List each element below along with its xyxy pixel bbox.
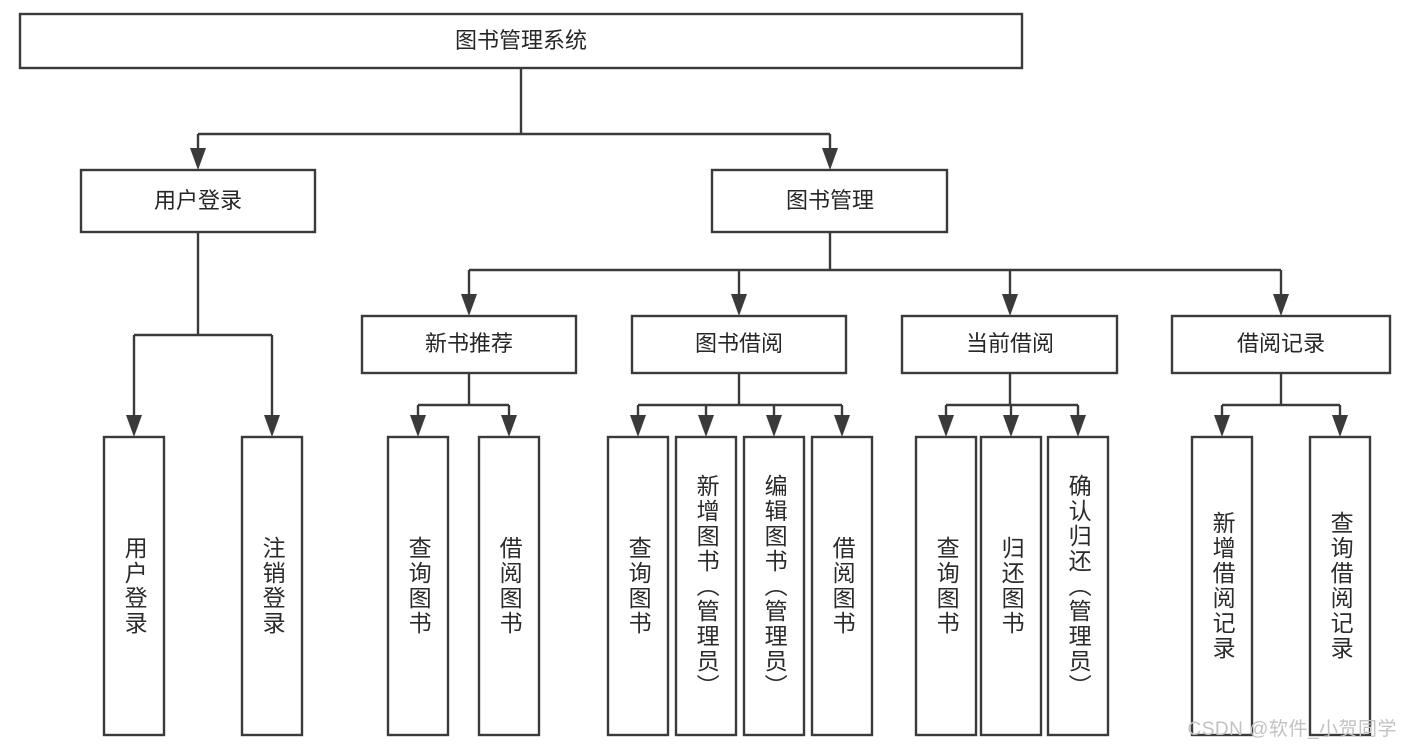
leaf-box-book-borrow-1[interactable]	[674, 435, 738, 737]
node-book-borrow-label: 图书借阅	[695, 331, 783, 356]
leaf-boxes-borrow-record	[1190, 435, 1372, 737]
node-root[interactable]: 图书管理系统	[18, 12, 1024, 70]
leaf-box-book-borrow-3[interactable]	[810, 435, 874, 737]
leaf-box-user-login-1[interactable]	[240, 435, 304, 737]
arrow-current-borrow-leaf-2	[1070, 415, 1086, 437]
leaf-boxes-current-borrow	[914, 435, 1110, 737]
leaf-box-current-borrow-0[interactable]	[914, 435, 978, 737]
node-borrow-record-box[interactable]	[1170, 314, 1392, 375]
leaf-box-borrow-record-1[interactable]	[1308, 435, 1372, 737]
node-user-login-label: 用户登录	[154, 188, 242, 213]
leaf-boxes-user-login	[102, 435, 304, 737]
arrow-current-borrow-leaf-0	[938, 415, 954, 437]
arrow-lvl3-0	[461, 294, 477, 316]
arrow-new-book-leaf-0	[410, 415, 426, 437]
connector-group-book-mgmt	[461, 232, 1289, 316]
node-borrow-record-label: 借阅记录	[1237, 331, 1325, 356]
arrow-lvl3-1	[731, 294, 747, 316]
connector-group-user-login	[126, 232, 280, 437]
arrow-book-borrow-leaf-2	[766, 415, 782, 437]
node-current-borrow-label: 当前借阅	[966, 331, 1054, 356]
connector-group-book-borrow	[630, 373, 850, 437]
node-book-management-label: 图书管理	[786, 188, 874, 213]
node-root-label: 图书管理系统	[455, 28, 587, 53]
node-new-book-recommend-label: 新书推荐	[425, 331, 513, 356]
node-current-borrow-box[interactable]	[900, 314, 1119, 375]
leaf-box-new-book-1[interactable]	[477, 435, 541, 737]
leaf-box-book-borrow-2[interactable]	[742, 435, 806, 737]
leaf-box-book-borrow-0[interactable]	[606, 435, 670, 737]
arrow-current-borrow-leaf-1	[1003, 415, 1019, 437]
leaf-box-user-login-0[interactable]	[102, 435, 166, 737]
node-book-borrow-box[interactable]	[630, 314, 848, 375]
connector-group-current-borrow	[938, 373, 1086, 437]
node-new-book-recommend-box[interactable]	[360, 314, 578, 375]
node-root-box[interactable]	[18, 12, 1024, 70]
connector-group-borrow-record	[1214, 373, 1348, 437]
arrow-book-borrow-leaf-3	[834, 415, 850, 437]
csdn-watermark: CSDN @软件_小贺同学	[1187, 719, 1397, 740]
arrow-user-login-leaf-1	[264, 415, 280, 437]
leaf-boxes-new-book-recommend	[386, 435, 541, 737]
connector-group-new-book	[410, 373, 517, 437]
leaf-box-new-book-0[interactable]	[386, 435, 450, 737]
arrow-borrow-record-leaf-1	[1332, 415, 1348, 437]
node-borrow-record[interactable]: 借阅记录	[1170, 314, 1392, 375]
arrow-new-book-leaf-1	[501, 415, 517, 437]
arrow-book-mgmt	[822, 148, 838, 170]
node-current-borrow[interactable]: 当前借阅	[900, 314, 1119, 375]
arrow-book-borrow-leaf-1	[698, 415, 714, 437]
node-book-borrow[interactable]: 图书借阅	[630, 314, 848, 375]
arrow-user-login-leaf-0	[126, 415, 142, 437]
node-book-management[interactable]: 图书管理	[710, 168, 949, 234]
node-user-login-box[interactable]	[79, 168, 317, 234]
leaf-box-current-borrow-2[interactable]	[1046, 435, 1110, 737]
arrow-book-borrow-leaf-0	[630, 415, 646, 437]
node-book-management-box[interactable]	[710, 168, 949, 234]
leaf-box-current-borrow-1[interactable]	[979, 435, 1043, 737]
arrow-lvl3-2	[1002, 294, 1018, 316]
connector-group-root	[190, 68, 838, 170]
node-user-login[interactable]: 用户登录	[79, 168, 317, 234]
leaf-boxes-book-borrow	[606, 435, 874, 737]
arrow-lvl3-3	[1273, 294, 1289, 316]
arrow-borrow-record-leaf-0	[1214, 415, 1230, 437]
node-new-book-recommend[interactable]: 新书推荐	[360, 314, 578, 375]
arrow-user-login	[190, 148, 206, 170]
leaf-box-borrow-record-0[interactable]	[1190, 435, 1254, 737]
